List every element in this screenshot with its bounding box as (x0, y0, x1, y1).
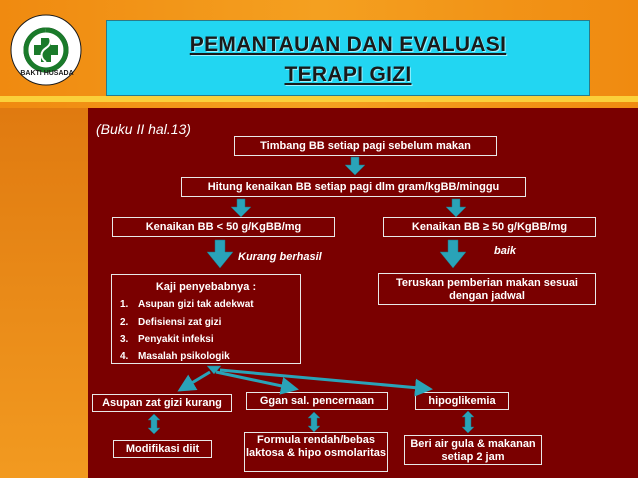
cause-text: Masalah psikologik (138, 351, 230, 362)
step-calculate-box: Hitung kenaikan BB setiap pagi dlm gram/… (181, 177, 526, 197)
reference-note: (Buku II hal.13) (96, 121, 191, 137)
formula-box: Formula rendah/bebas laktosa & hipo osmo… (244, 432, 388, 472)
label-unsuccessful: Kurang berhasil (238, 251, 322, 263)
causes-title: Kaji penyebabnya : (155, 281, 257, 293)
cause-number: 2. (120, 317, 129, 328)
digestive-box: Ggan sal. pencernaan (246, 392, 388, 410)
cause-number: 3. (120, 334, 129, 345)
continue-feeding-box: Teruskan pemberian makan sesuai dengan j… (378, 273, 596, 305)
diet-modification-box: Modifikasi diit (113, 440, 212, 458)
left-bar (0, 108, 88, 478)
cause-item: 4. Masalah psikologik (120, 351, 230, 362)
gain-low-box: Kenaikan BB < 50 g/KgBB/mg (112, 217, 335, 237)
title-line-2: TERAPI GIZI (284, 63, 412, 86)
gain-high-box: Kenaikan BB ≥ 50 g/KgBB/mg (383, 217, 596, 237)
cause-item: 1. Asupan gizi tak adekwat (120, 299, 254, 310)
header-stripe (0, 96, 638, 102)
intake-low-box: Asupan zat gizi kurang (92, 394, 232, 412)
cause-item: 2. Defisiensi zat gizi (120, 317, 221, 328)
health-logo-icon (10, 14, 82, 86)
assess-causes-box: Kaji penyebabnya : 1. Asupan gizi tak ade… (111, 274, 301, 364)
sugar-water-box: Beri air gula & makanan setiap 2 jam (404, 435, 542, 465)
cause-text: Asupan gizi tak adekwat (138, 299, 254, 310)
cause-text: Defisiensi zat gizi (138, 317, 222, 328)
label-good: baik (494, 245, 517, 257)
hypoglycemia-box: hipoglikemia (415, 392, 509, 410)
logo-text: BAKTI HUSADA (20, 70, 74, 77)
cause-number: 1. (120, 299, 129, 310)
title-box: PEMANTAUAN DAN EVALUASI TERAPI GIZI (106, 20, 590, 96)
cause-text: Penyakit infeksi (138, 334, 214, 345)
cause-number: 4. (120, 351, 129, 362)
title-line-1: PEMANTAUAN DAN EVALUASI (189, 33, 507, 56)
step-weigh-box: Timbang BB setiap pagi sebelum makan (234, 136, 497, 156)
cause-item: 3. Penyakit infeksi (120, 334, 214, 345)
